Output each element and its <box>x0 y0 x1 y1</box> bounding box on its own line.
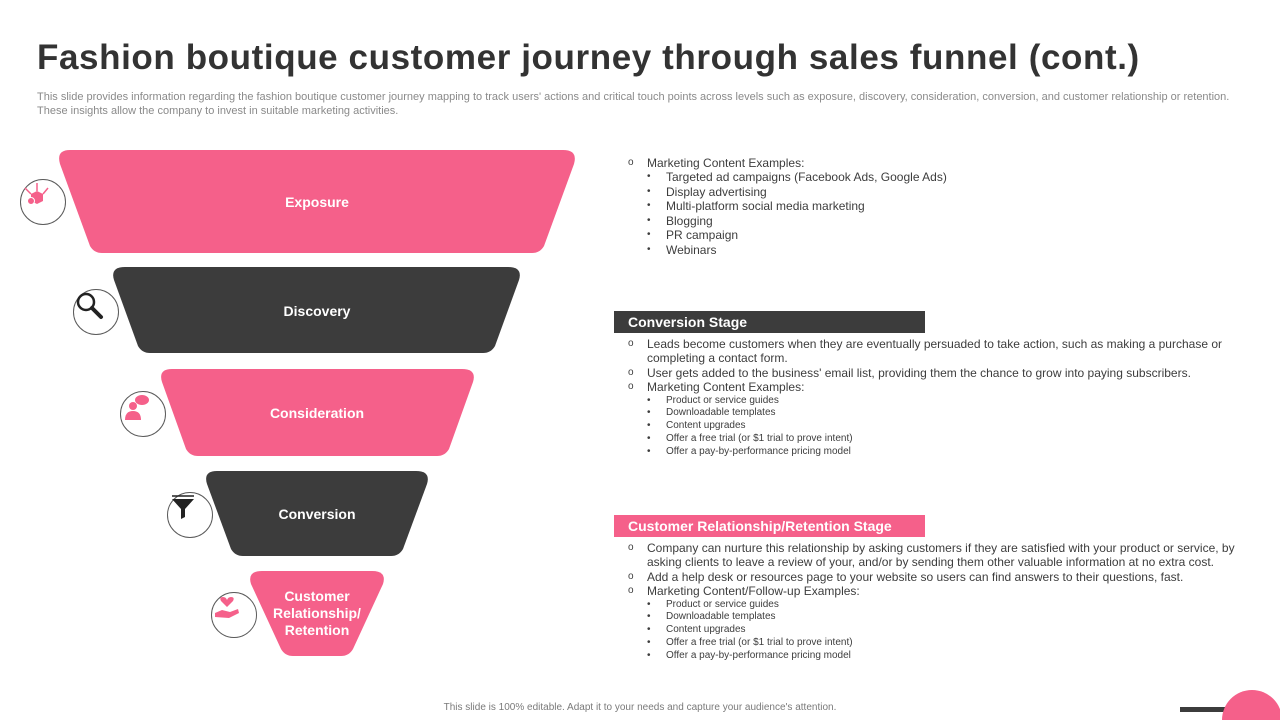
list-item: Downloadable templates <box>647 611 1254 624</box>
magnifier-icon <box>73 289 119 335</box>
conversion-stage-header: Conversion Stage <box>614 311 925 333</box>
list-item: PR campaign <box>647 228 1254 243</box>
list-item: Company can nurture this relationship by… <box>614 541 1254 570</box>
list-item: Marketing Content/Follow-up Examples: Pr… <box>614 584 1254 662</box>
slide-subtitle: This slide provides information regardin… <box>37 91 1230 117</box>
list-item: Content upgrades <box>647 420 1254 433</box>
conversion-stage: Conversion Stage Leads become customers … <box>614 311 1254 459</box>
list-item: Multi-platform social media marketing <box>647 199 1254 214</box>
stage-label-retention: Customer Relationship/ Retention <box>273 588 361 638</box>
footer-decoration-bar <box>1180 707 1236 712</box>
list-item: Targeted ad campaigns (Facebook Ads, Goo… <box>647 170 1254 185</box>
stage-label-consideration: Consideration <box>269 405 365 421</box>
funnel-band-retention <box>250 571 384 656</box>
list-item: Offer a free trial (or $1 trial to prove… <box>647 637 1254 650</box>
network-box-icon <box>20 179 66 225</box>
list-item: Add a help desk or resources page to you… <box>614 570 1254 585</box>
list-item: Marketing Content Examples: Product or s… <box>614 380 1254 458</box>
retention-stage: Customer Relationship/Retention Stage Co… <box>614 515 1254 663</box>
sales-funnel: Exposure Discovery Consideration Convers… <box>0 140 600 670</box>
footer-decoration-circle <box>1222 690 1280 720</box>
people-chat-icon <box>120 391 166 437</box>
retention-examples-heading: Marketing Content/Follow-up Examples: <box>647 584 860 599</box>
list-item: Downloadable templates <box>647 407 1254 420</box>
exposure-heading: Marketing Content Examples: <box>647 156 805 170</box>
list-item: Offer a pay-by-performance pricing model <box>647 650 1254 663</box>
hand-heart-icon <box>211 592 257 638</box>
list-item: Product or service guides <box>647 395 1254 408</box>
exposure-details: Marketing Content Examples: Targeted ad … <box>614 156 1254 257</box>
list-item: Blogging <box>647 214 1254 229</box>
list-item: Marketing Content Examples: Targeted ad … <box>614 156 1254 257</box>
slide-title: Fashion boutique customer journey throug… <box>37 38 1140 77</box>
list-item: Offer a free trial (or $1 trial to prove… <box>647 433 1254 446</box>
conversion-examples-heading: Marketing Content Examples: <box>647 380 805 395</box>
stage-label-exposure: Exposure <box>285 194 349 210</box>
funnel-band-discovery <box>113 267 520 353</box>
list-item: Leads become customers when they are eve… <box>614 337 1254 366</box>
funnel-icon <box>167 492 213 538</box>
stage-label-discovery: Discovery <box>283 303 351 319</box>
funnel-band-conversion <box>206 471 428 556</box>
list-item: User gets added to the business' email l… <box>614 366 1254 381</box>
list-item: Offer a pay-by-performance pricing model <box>647 446 1254 459</box>
retention-stage-header: Customer Relationship/Retention Stage <box>614 515 925 537</box>
funnel-band-exposure <box>59 150 575 253</box>
list-item: Content upgrades <box>647 624 1254 637</box>
list-item: Webinars <box>647 243 1254 258</box>
footer-note: This slide is 100% editable. Adapt it to… <box>443 702 837 713</box>
list-item: Product or service guides <box>647 599 1254 612</box>
stage-label-conversion: Conversion <box>278 506 356 522</box>
funnel-band-consideration <box>161 369 474 456</box>
list-item: Display advertising <box>647 185 1254 200</box>
